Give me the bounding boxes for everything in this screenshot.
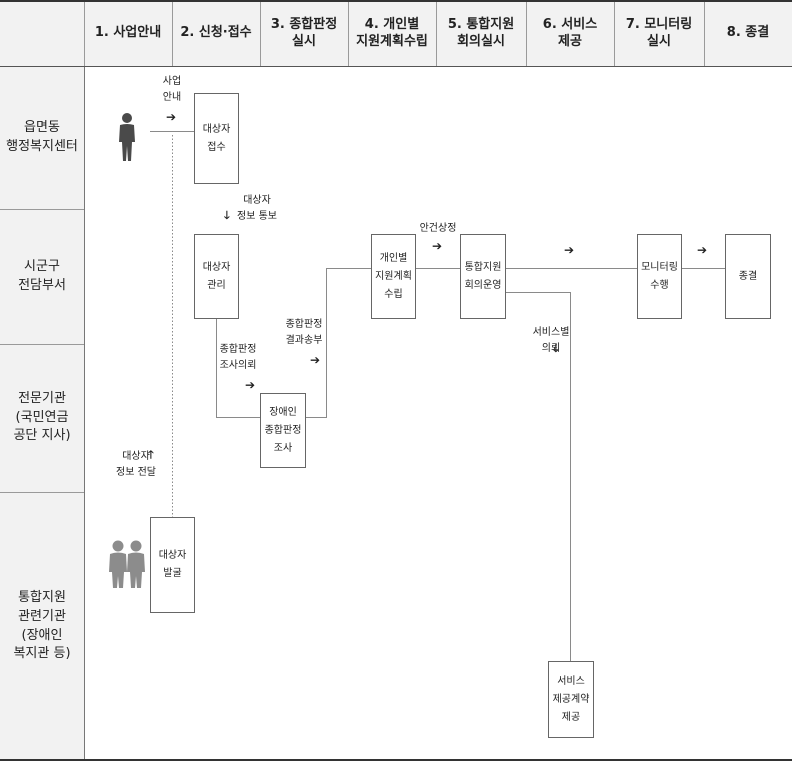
lane-expert-agency: 전문기관 (국민연금 공단 지사) <box>13 390 71 444</box>
box-closure: 종결 <box>725 234 771 319</box>
header-divider <box>348 0 349 67</box>
box-service: 서비스 제공계약 제공 <box>548 661 594 738</box>
arrow-right-icon: ➔ <box>432 239 443 253</box>
label-info-delivery: 대상자 정보 전달 <box>116 451 156 478</box>
header-step-2: 2. 신청·접수 <box>180 25 252 41</box>
header-step-8: 8. 종결 <box>726 25 770 41</box>
label-info-notice: 대상자 정보 통보 <box>237 195 277 222</box>
lane-related-agencies: 통합지원 관련기관 (장애인 복지관 등) <box>13 589 71 662</box>
lane-divider <box>0 209 84 210</box>
arrow-right-icon: ➔ <box>166 110 177 124</box>
header-bottom-border <box>0 66 792 67</box>
label-agenda: 안건상정 <box>419 223 457 234</box>
person-icon <box>119 113 135 161</box>
lane-divider <box>0 492 84 493</box>
header-divider <box>172 0 173 67</box>
label-result-send: 종합판정 결과송부 <box>285 319 323 346</box>
header-divider <box>436 0 437 67</box>
service-connector <box>483 292 571 662</box>
box-discovery: 대상자 발굴 <box>150 517 195 613</box>
arrow-right-icon: ➔ <box>310 353 321 367</box>
result-connector <box>305 268 372 418</box>
arrow-up-icon: 🡑 <box>148 448 154 461</box>
table-top-border <box>0 0 792 2</box>
header-step-6: 6. 서비스 제공 <box>542 16 598 49</box>
box-plan: 개인별 지원계획 수립 <box>371 234 416 319</box>
header-divider <box>84 0 85 67</box>
header-step-7: 7. 모니터링 실시 <box>625 16 693 49</box>
header-step-5: 5. 통합지원 회의실시 <box>447 16 515 49</box>
label-business-guide: 사업 안내 <box>162 76 182 103</box>
box-receipt: 대상자 접수 <box>194 93 239 184</box>
lane-divider <box>0 344 84 345</box>
people-icon <box>109 540 145 588</box>
label-assessment-request: 종합판정 조사의뢰 <box>219 344 257 371</box>
header-step-3: 3. 종합판정 실시 <box>270 16 338 49</box>
label-service-request: 서비스별 의뢰 <box>532 327 570 354</box>
arrow-right-icon: ➔ <box>564 243 575 257</box>
arrow-right-icon: ➔ <box>697 243 708 257</box>
header-divider <box>260 0 261 67</box>
box-management: 대상자 관리 <box>194 234 239 319</box>
arrow-down-icon: 🡓 <box>553 342 559 355</box>
box-assessment: 장애인 종합판정 조사 <box>260 393 306 468</box>
request-connector <box>216 319 261 418</box>
lane-column-border <box>84 67 85 761</box>
arrow-down-icon: 🡓 <box>224 209 230 222</box>
lane-eupmyeondong: 읍면동 행정복지센터 <box>6 120 78 154</box>
arrow-right-icon: ➔ <box>245 378 256 392</box>
header-step-1: 1. 사업안내 <box>94 25 162 41</box>
box-meeting: 통합지원 회의운영 <box>460 234 506 319</box>
lane-sigungu: 시군구 전담부서 <box>18 258 66 293</box>
lane-label-column <box>0 67 84 761</box>
box-monitoring: 모니터링 수행 <box>637 234 682 319</box>
header-divider <box>526 0 527 67</box>
header-row <box>0 0 792 67</box>
header-divider <box>704 0 705 67</box>
header-step-4: 4. 개인별 지원계획수립 <box>356 16 428 49</box>
header-divider <box>614 0 615 67</box>
table-bottom-border <box>0 759 792 761</box>
